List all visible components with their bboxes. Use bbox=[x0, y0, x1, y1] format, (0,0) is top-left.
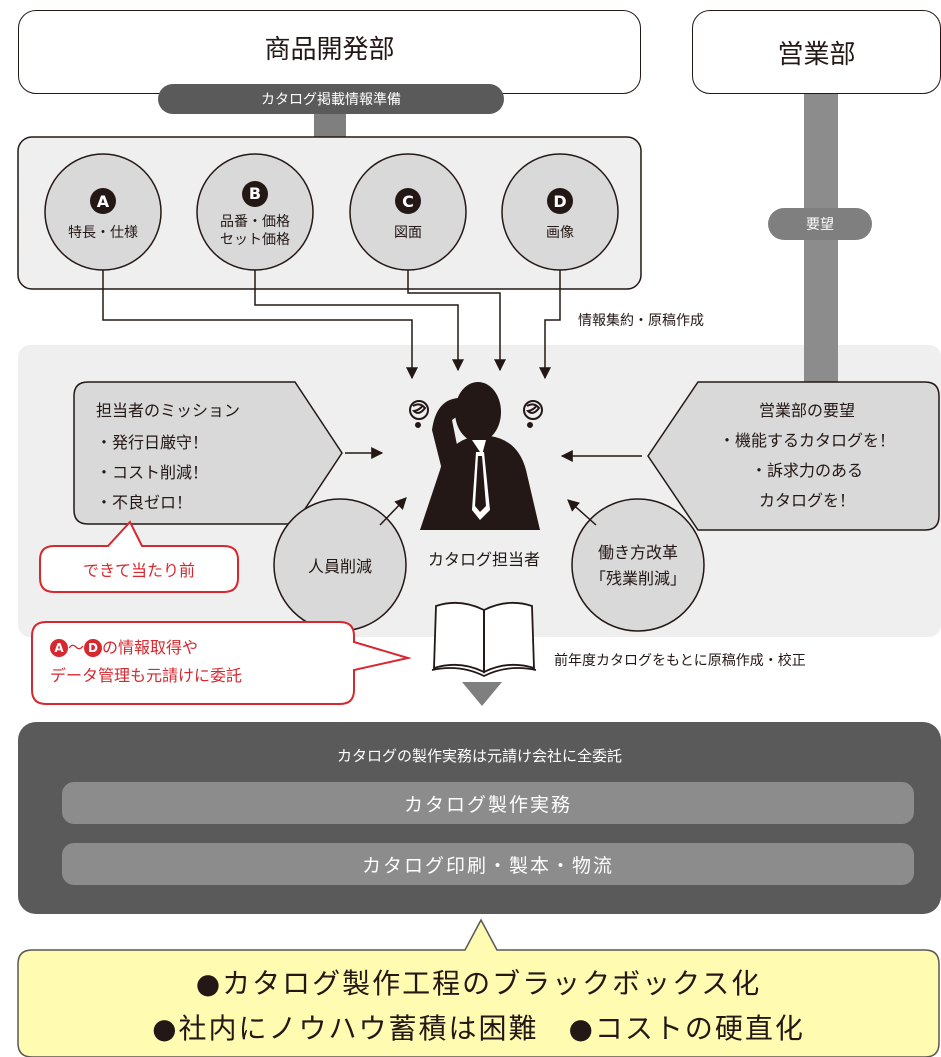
outsourcing-bar-2 bbox=[62, 843, 914, 885]
taken-for-granted-callout bbox=[39, 520, 239, 593]
worry-icon-right bbox=[523, 400, 543, 428]
reform-label-2: 「残業削減」 bbox=[589, 569, 686, 588]
outsourcing-bar-1-label: カタログ製作実務 bbox=[403, 793, 572, 816]
staff-cut-arrow bbox=[379, 497, 407, 526]
info-item-d-label: 画像 bbox=[546, 225, 574, 241]
conclusion-line-2: ●社内にノウハウ蓄積は困難 ●コストの硬直化 bbox=[152, 1012, 805, 1045]
sales-request-item: ・機能するカタログを！ bbox=[718, 431, 895, 450]
letter-b-icon: B bbox=[242, 181, 268, 207]
staff-cut-label: 人員削減 bbox=[307, 557, 372, 576]
mission-content: 担当者のミッション ・発行日厳守！ ・コスト削減！ ・不良ゼロ！ bbox=[96, 396, 316, 518]
outsourcing-bar-2-label: カタログ印刷・製本・物流 bbox=[361, 854, 614, 877]
reform-label: 働き方改革 「残業削減」 bbox=[572, 536, 704, 596]
info-item-b: B 品番・価格 セット価格 bbox=[197, 170, 313, 260]
outsourced-tilde: 〜 bbox=[68, 638, 85, 657]
proofing-note: 前年度カタログをもとに原稿作成・校正 bbox=[554, 653, 806, 669]
mission-item: ・コスト削減！ bbox=[96, 463, 209, 482]
letter-c-icon: C bbox=[395, 188, 421, 214]
mission-title: 担当者のミッション bbox=[96, 401, 241, 420]
letter-d-red-icon: D bbox=[84, 639, 103, 657]
flow-line-b bbox=[254, 270, 464, 372]
sales-request-box bbox=[647, 381, 940, 531]
sales-request-content: 営業部の要望 ・機能するカタログを！ ・訴求力のある カタログを！ bbox=[692, 396, 922, 516]
outsourced-line-2: データ管理も元請けに委託 bbox=[50, 666, 243, 685]
sales-dept-box: 営業部 bbox=[692, 10, 941, 94]
flow-line-d bbox=[539, 270, 561, 380]
worry-icon-left bbox=[409, 400, 429, 428]
product-dev-title: 商品開発部 bbox=[264, 34, 395, 65]
outsourced-line-1-rest: の情報取得や bbox=[102, 638, 199, 657]
catalog-info-prep-pill: カタログ掲載情報準備 bbox=[158, 84, 504, 114]
sales-request-title: 営業部の要望 bbox=[758, 401, 855, 420]
catalog-book-icon bbox=[431, 601, 537, 678]
dept-connector bbox=[314, 112, 346, 140]
info-item-b-label-2: セット価格 bbox=[220, 232, 290, 248]
sales-request-item: ・訴求力のある bbox=[750, 461, 863, 480]
info-item-d: D 画像 bbox=[502, 170, 618, 260]
mission-item: ・発行日厳守！ bbox=[96, 433, 209, 452]
outsourcing-title: カタログの製作実務は元請け会社に全委託 bbox=[336, 746, 622, 765]
aggregation-note: 情報集約・原稿作成 bbox=[578, 313, 704, 329]
outsourced-callout bbox=[31, 621, 412, 705]
taken-for-granted-text: できて当たり前 bbox=[82, 561, 195, 580]
product-dev-box: 商品開発部 bbox=[18, 10, 641, 94]
flow-line-c bbox=[407, 270, 506, 372]
down-arrow bbox=[462, 682, 502, 706]
letter-a-icon: A bbox=[90, 188, 116, 214]
info-item-b-label-1: 品番・価格 bbox=[220, 214, 290, 230]
sales-request-pill: 要望 bbox=[768, 208, 872, 240]
reform-label-1: 働き方改革 bbox=[597, 543, 678, 562]
info-item-a-label: 特長・仕様 bbox=[68, 225, 138, 241]
outsourcing-bar-1 bbox=[62, 782, 914, 824]
sales-request-label: 要望 bbox=[806, 217, 834, 233]
letter-d-icon: D bbox=[547, 188, 573, 214]
mission-box bbox=[73, 381, 343, 525]
conclusion-line-1: ●カタログ製作工程のブラックボックス化 bbox=[195, 967, 762, 1000]
outsourced-text: A 〜 D の情報取得や データ管理も元請けに委託 bbox=[50, 634, 350, 690]
reform-arrow bbox=[567, 499, 597, 526]
catalog-info-prep-label: カタログ掲載情報準備 bbox=[261, 92, 401, 108]
reform-circle bbox=[571, 498, 705, 632]
mission-item: ・不良ゼロ！ bbox=[96, 493, 193, 512]
info-panel bbox=[17, 136, 642, 290]
sales-dept-title: 営業部 bbox=[777, 39, 856, 70]
flow-line-a bbox=[102, 270, 418, 380]
letter-a-red-icon: A bbox=[50, 639, 68, 657]
info-item-c: C 図面 bbox=[350, 170, 466, 260]
person-icon bbox=[420, 382, 540, 530]
info-item-a: A 特長・仕様 bbox=[45, 170, 161, 260]
outsourced-line-1: A 〜 D の情報取得や bbox=[50, 634, 350, 662]
info-item-c-label: 図面 bbox=[394, 225, 422, 241]
person-label: カタログ担当者 bbox=[427, 550, 540, 569]
sales-request-item: カタログを！ bbox=[758, 491, 855, 510]
